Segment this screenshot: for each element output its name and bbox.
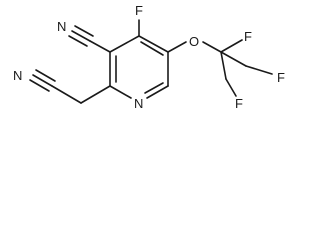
bond-c-f-right — [220, 51, 247, 67]
bond-c5-o — [167, 41, 187, 53]
bond-cn-triple-1 — [71, 30, 91, 42]
bond-ch2-cn — [51, 85, 82, 104]
atom-labels: N N N F O F F F — [13, 3, 285, 111]
bond-o-c — [202, 41, 222, 53]
bond-n1-c2 — [109, 85, 132, 99]
chemical-structure-diagram: N N N F O F F F — [13, 3, 285, 111]
bond-c6-n1-inner — [144, 82, 164, 94]
atom-f-cf3-bottom: F — [235, 96, 243, 111]
atom-f-cf3-right: F — [277, 70, 285, 85]
bond-c6-n1 — [146, 85, 169, 99]
atom-n-nitrile-top: N — [57, 19, 66, 34]
atom-n-nitrile-bottom: N — [13, 68, 22, 83]
bond-ch2cn-triple-3 — [29, 79, 50, 92]
bond-c3-cn — [89, 40, 111, 53]
bond-c-f-bottom-ext — [225, 78, 237, 97]
bond-c3-c4 — [109, 35, 140, 53]
bond-c-f-top — [220, 39, 243, 53]
bond-ch2cn-triple-2 — [35, 69, 56, 82]
atom-f-ring: F — [135, 3, 143, 18]
bond-cn-triple-3 — [68, 35, 88, 47]
bonds — [29, 19, 247, 104]
atom-f-cf3-top: F — [244, 29, 252, 44]
atom-n-ring: N — [134, 96, 143, 111]
bond-cn-triple-2 — [74, 25, 94, 37]
bond-c-f-bottom — [220, 51, 227, 80]
atom-o-ether: O — [189, 34, 199, 49]
bond-c4-c5 — [138, 35, 169, 53]
bond-c-f-right-ext — [245, 65, 273, 75]
bond-c2-ch2 — [80, 85, 111, 104]
bond-ch2cn-triple-1 — [32, 74, 53, 87]
bond-c4-c5-inner — [140, 41, 164, 56]
cf3-extensions — [225, 65, 273, 97]
